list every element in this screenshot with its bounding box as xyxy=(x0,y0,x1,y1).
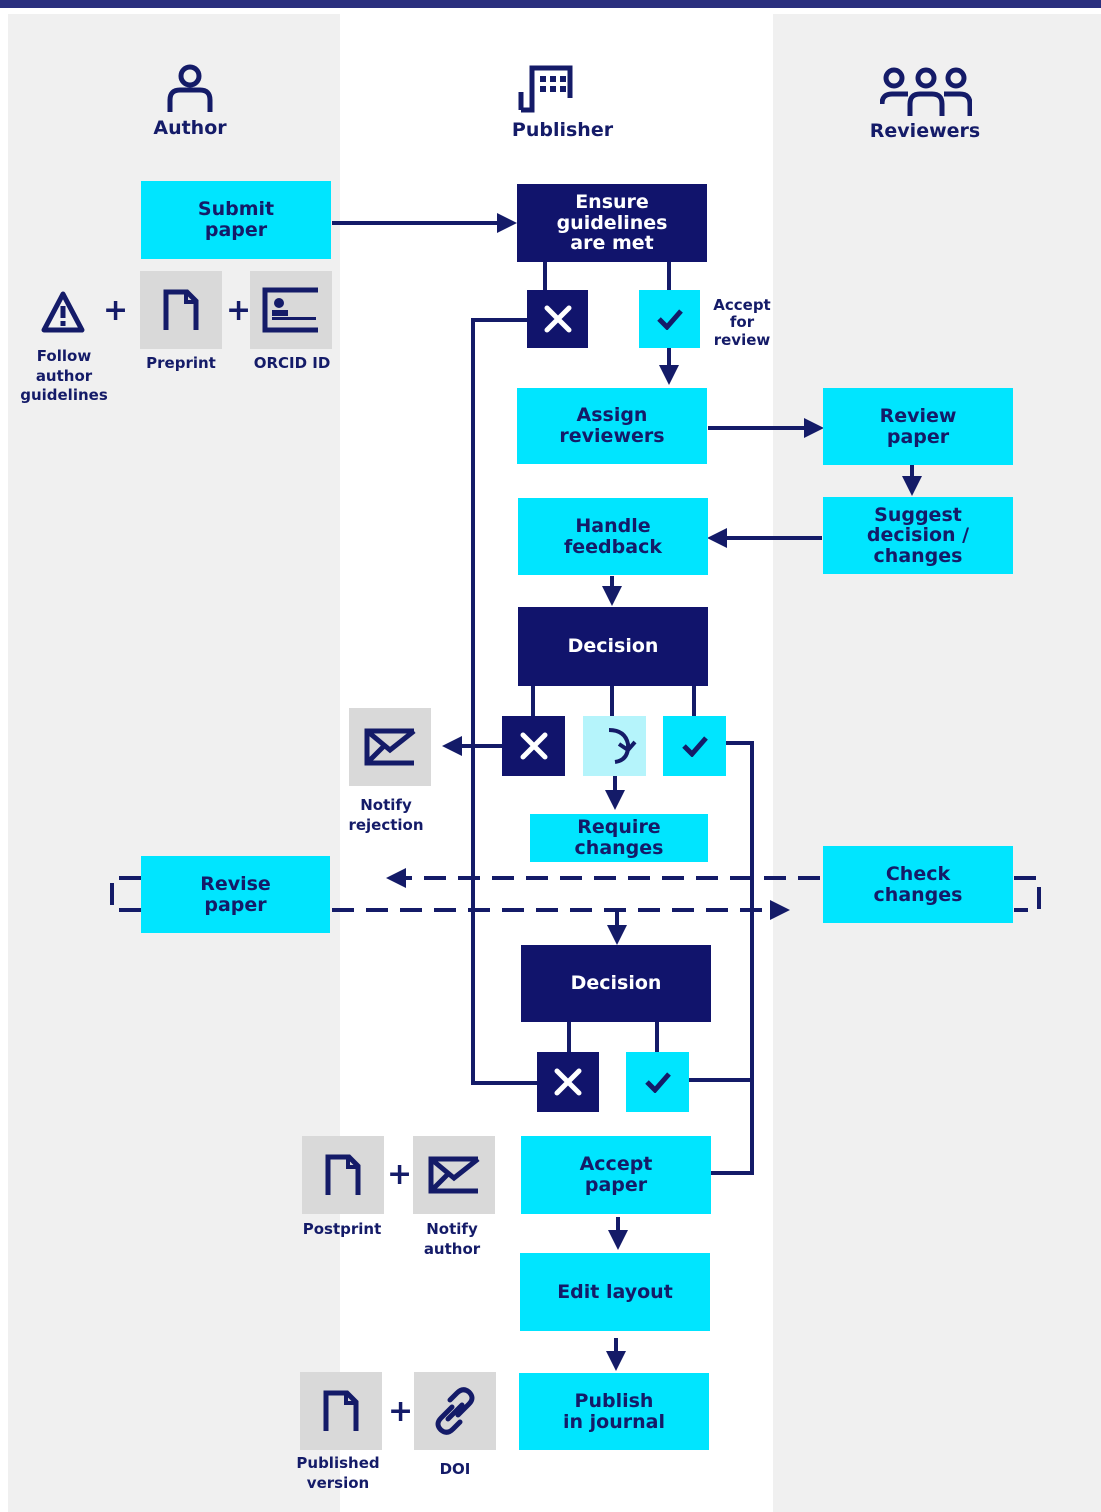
document-icon xyxy=(163,289,199,330)
ensure-guidelines-step: Ensure guidelines are met xyxy=(517,184,707,262)
building-icon xyxy=(518,65,573,113)
dashed-revise-bracket xyxy=(110,876,141,912)
dashed-check-bracket xyxy=(1014,876,1041,912)
reviewers-lane xyxy=(773,14,1101,1512)
warning-icon xyxy=(41,291,85,333)
line-reject-loop xyxy=(471,318,537,1085)
notify-rejection-tile xyxy=(349,708,431,786)
revise-paper-step: Revise paper xyxy=(141,856,330,933)
check-changes-step: Check changes xyxy=(823,846,1013,923)
edit-layout-step: Edit layout xyxy=(520,1253,710,1331)
id-card-icon xyxy=(262,287,318,333)
accept-node xyxy=(639,290,700,348)
checkmark-icon xyxy=(644,1072,671,1093)
envelope-icon xyxy=(364,728,416,766)
accept-paper-step: Accept paper xyxy=(521,1136,711,1214)
published-version-label: Published version xyxy=(296,1454,380,1492)
envelope-icon xyxy=(428,1156,480,1194)
preprint-tile xyxy=(140,271,222,349)
postprint-label: Postprint xyxy=(302,1220,382,1238)
reject-node xyxy=(537,1052,599,1112)
orcid-label: ORCID ID xyxy=(253,354,331,372)
accept-node xyxy=(626,1052,689,1112)
doi-tile xyxy=(414,1372,496,1450)
follow-guidelines-label: Follow author guidelines xyxy=(20,347,108,404)
notify-rejection-label: Notify rejection xyxy=(348,796,424,834)
doi-label: DOI xyxy=(439,1460,471,1478)
plus-sign: + xyxy=(387,1157,413,1192)
notify-author-label: Notify author xyxy=(423,1220,481,1258)
reviewers-lane-title: Reviewers xyxy=(869,120,981,142)
group-icon xyxy=(880,67,972,116)
person-icon xyxy=(167,64,213,112)
reject-node xyxy=(502,716,565,776)
revise-node xyxy=(583,716,646,776)
orcid-tile xyxy=(250,271,332,349)
published-version-tile xyxy=(300,1372,382,1450)
publish-step: Publish in journal xyxy=(519,1373,709,1450)
line-accept-to-accept-paper xyxy=(711,741,754,1175)
review-paper-step: Review paper xyxy=(823,388,1013,465)
plus-sign: + xyxy=(103,293,129,328)
suggest-decision-step: Suggest decision / changes xyxy=(823,497,1013,574)
accept-node xyxy=(663,716,726,776)
author-lane-title: Author xyxy=(153,117,227,139)
postprint-tile xyxy=(302,1136,384,1214)
notify-author-tile xyxy=(413,1136,495,1214)
document-icon xyxy=(325,1154,361,1195)
accept-for-review-label: Accept for review xyxy=(713,296,771,349)
author-lane xyxy=(8,14,340,1512)
reject-node xyxy=(527,290,588,348)
plus-sign: + xyxy=(388,1394,414,1429)
checkmark-icon xyxy=(656,309,683,330)
loop-arrow-icon xyxy=(608,728,637,764)
require-changes-step: Require changes xyxy=(530,814,708,862)
document-icon xyxy=(323,1390,359,1431)
link-icon xyxy=(435,1387,475,1435)
publisher-lane-title: Publisher xyxy=(511,119,614,141)
preprint-label: Preprint xyxy=(146,354,216,372)
close-icon xyxy=(520,732,547,760)
decision-step: Decision xyxy=(518,607,708,686)
assign-reviewers-step: Assign reviewers xyxy=(517,388,707,464)
plus-sign: + xyxy=(226,293,252,328)
handle-feedback-step: Handle feedback xyxy=(518,498,708,575)
close-icon xyxy=(554,1068,582,1096)
close-icon xyxy=(544,305,571,333)
submit-paper-step: Submit paper xyxy=(141,181,331,259)
decision-step: Decision xyxy=(521,945,711,1022)
checkmark-icon xyxy=(681,736,708,757)
top-border xyxy=(0,0,1101,8)
